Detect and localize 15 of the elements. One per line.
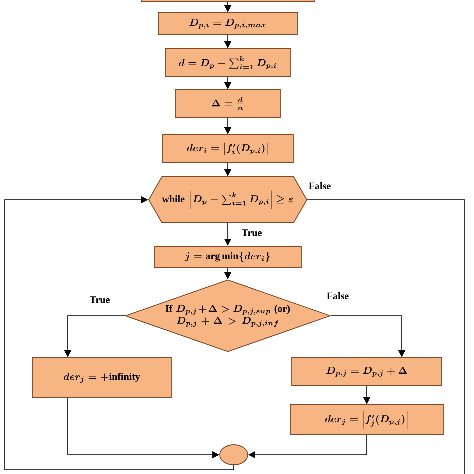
edge-label: True bbox=[240, 228, 264, 238]
process-box bbox=[141, 0, 315, 2]
connector-circle bbox=[220, 444, 248, 466]
edge-label: True bbox=[88, 296, 112, 304]
process-box: $d = D_p - \sum_{i=1}^{k} D_{p,i}$ bbox=[165, 48, 291, 78]
process-box: $der_i = \left| f'_i(D_{p,i}) \right|$ bbox=[162, 134, 294, 164]
process-box: $D_{p,j} = D_{p,j} + \Delta$ bbox=[292, 358, 442, 386]
process-box: $der_j = \left| f'_j(D_{p,j}) \right|$ bbox=[290, 404, 444, 436]
process-box: $der_j = +\text{infinity}$ bbox=[32, 358, 172, 398]
loop-hexagon: $\text{while } \left| D_p - \sum_{i=1}^{k} D_{p,i} \right| \geq \varepsilon$ bbox=[148, 176, 308, 224]
arrow bbox=[4, 196, 234, 470]
process-box: $j = \arg\min\{der_i\}$ bbox=[154, 246, 302, 268]
process-box: $\Delta = \frac{d}{n}$ bbox=[175, 90, 281, 118]
edge-label: False bbox=[308, 181, 332, 191]
process-box: $D_{p,i} = D_{p,i,max}$ bbox=[158, 12, 298, 36]
